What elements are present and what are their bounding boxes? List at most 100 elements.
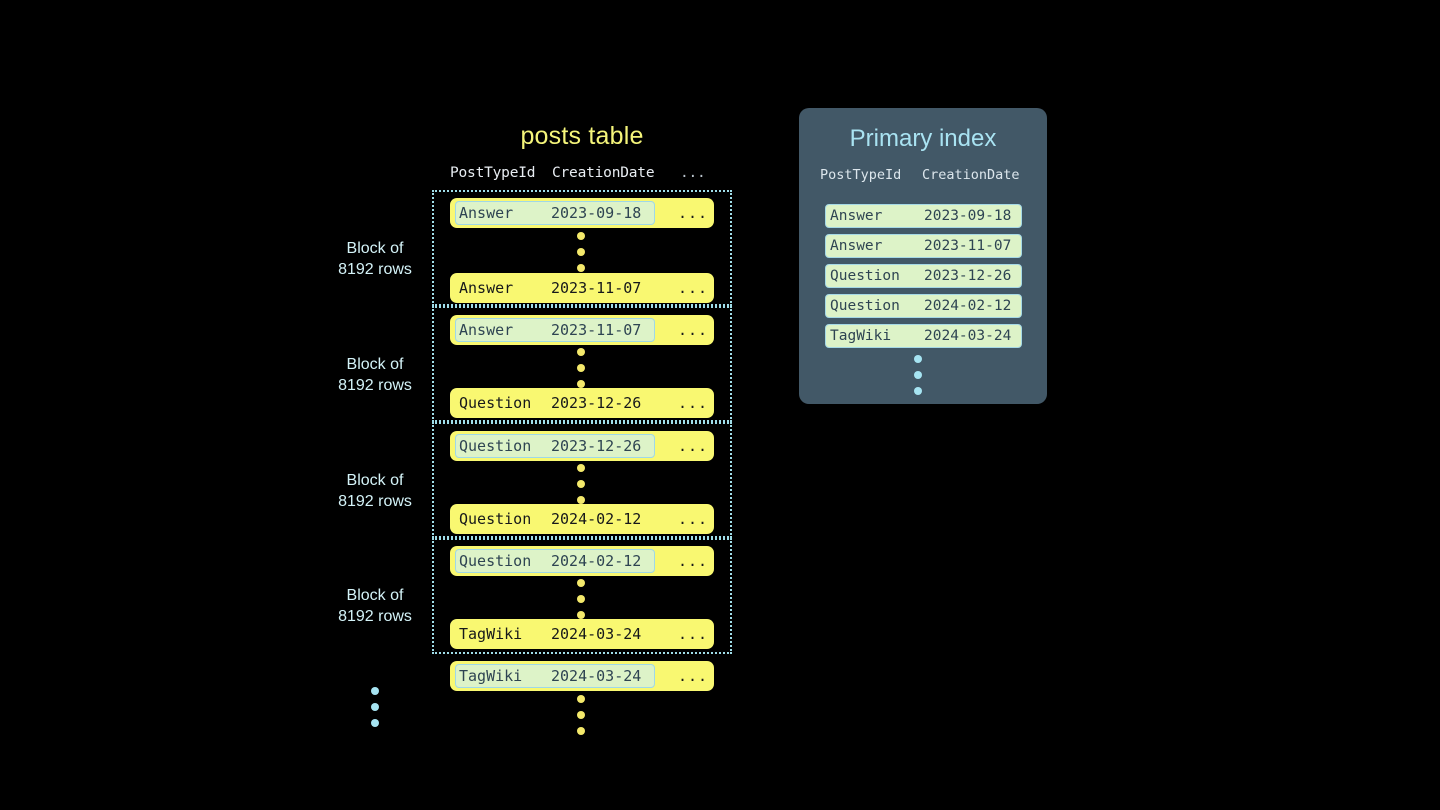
cell-creationdate: 2024-03-24: [551, 667, 642, 685]
primary-index-panel: Primary index PostTypeId CreationDate An…: [799, 108, 1047, 404]
index-cell-creationdate: 2023-11-07: [924, 238, 1012, 254]
index-row: Question 2023-12-26: [825, 264, 1022, 288]
block-4-label-line2: 8192 rows: [338, 608, 412, 625]
cell-posttypeid: Question: [459, 394, 532, 412]
dot: [577, 464, 585, 472]
dot: [577, 248, 585, 256]
index-cell-creationdate: 2023-12-26: [924, 268, 1012, 284]
dot: [577, 727, 585, 735]
column-header-ellipsis: ...: [680, 165, 706, 181]
cell-creationdate: 2023-12-26: [551, 437, 642, 455]
cell-posttypeid: TagWiki: [459, 667, 523, 685]
block-3-label-line1: Block of: [346, 472, 404, 489]
cell-ellipsis: ...: [678, 552, 709, 570]
dot: [914, 387, 922, 395]
index-cell-posttypeid: Answer: [830, 238, 883, 254]
primary-index-column-headers: PostTypeId CreationDate: [799, 167, 1047, 187]
dot: [577, 348, 585, 356]
column-header-creationdate: CreationDate: [552, 165, 655, 181]
primary-index-title: Primary index: [849, 125, 997, 152]
posts-table-title: posts table: [520, 122, 644, 150]
cell-creationdate: 2024-03-24: [551, 625, 642, 643]
index-cell-posttypeid: TagWiki: [830, 328, 892, 344]
index-row: Answer 2023-09-18: [825, 204, 1022, 228]
row-ellipsis-vertical: [577, 232, 587, 280]
dot: [577, 595, 585, 603]
dot: [914, 355, 922, 363]
cell-ellipsis: ...: [678, 437, 709, 455]
block-3: [432, 422, 732, 538]
cell-posttypeid: Question: [459, 437, 532, 455]
row-key-highlight: [455, 549, 655, 573]
dot: [577, 364, 585, 372]
block-2: [432, 306, 732, 422]
row-key-highlight: [455, 201, 655, 225]
cell-posttypeid: Answer: [459, 321, 514, 339]
index-column-header-creationdate: CreationDate: [922, 167, 1020, 183]
cell-posttypeid: Question: [459, 510, 532, 528]
block-1: [432, 190, 732, 306]
block-2-label-line2: 8192 rows: [338, 377, 412, 394]
cell-ellipsis: ...: [678, 204, 709, 222]
row-key-highlight: [455, 434, 655, 458]
dot: [577, 480, 585, 488]
block-1-label-line1: Block of: [346, 240, 404, 257]
block-3-label: Block of 8192 rows: [300, 470, 450, 512]
block-2-label-line1: Block of: [346, 356, 404, 373]
cell-creationdate: 2023-09-18: [551, 204, 642, 222]
index-cell-posttypeid: Question: [830, 268, 900, 284]
table-row: Answer 2023-11-07 ...: [450, 315, 714, 345]
table-row: Answer 2023-11-07 ...: [450, 273, 714, 303]
cell-ellipsis: ...: [678, 667, 709, 685]
block-1-label-line2: 8192 rows: [338, 261, 412, 278]
cell-ellipsis: ...: [678, 510, 709, 528]
cell-ellipsis: ...: [678, 394, 709, 412]
dot: [371, 719, 379, 727]
index-row: Question 2024-02-12: [825, 294, 1022, 318]
posts-table-column-headers: PostTypeId CreationDate ...: [432, 165, 732, 187]
table-ellipsis-vertical: [577, 695, 587, 743]
index-cell-posttypeid: Question: [830, 298, 900, 314]
block-4-label-line1: Block of: [346, 587, 404, 604]
cell-creationdate: 2023-11-07: [551, 321, 642, 339]
index-cell-creationdate: 2023-09-18: [924, 208, 1012, 224]
dot: [577, 232, 585, 240]
table-row: Question 2024-02-12 ...: [450, 546, 714, 576]
table-row: TagWiki 2024-03-24 ...: [450, 661, 714, 691]
cell-creationdate: 2024-02-12: [551, 552, 642, 570]
row-ellipsis-vertical: [577, 348, 587, 396]
dot: [577, 496, 585, 504]
cell-posttypeid: Answer: [459, 204, 514, 222]
row-ellipsis-vertical: [577, 464, 587, 512]
index-row: Answer 2023-11-07: [825, 234, 1022, 258]
block-4: [432, 538, 732, 654]
dot: [577, 264, 585, 272]
dot: [371, 687, 379, 695]
block-2-label: Block of 8192 rows: [300, 354, 450, 396]
dot: [577, 579, 585, 587]
dot: [371, 703, 379, 711]
dot: [914, 371, 922, 379]
table-row: Question 2023-12-26 ...: [450, 388, 714, 418]
dot: [577, 695, 585, 703]
dot: [577, 380, 585, 388]
block-1-label: Block of 8192 rows: [300, 238, 450, 280]
index-column-header-posttypeid: PostTypeId: [820, 167, 902, 183]
index-cell-creationdate: 2024-03-24: [924, 328, 1012, 344]
cell-posttypeid: Question: [459, 552, 532, 570]
table-row: Question 2024-02-12 ...: [450, 504, 714, 534]
cell-creationdate: 2024-02-12: [551, 510, 642, 528]
cell-ellipsis: ...: [678, 625, 709, 643]
cell-posttypeid: TagWiki: [459, 625, 523, 643]
block-ellipsis-vertical: [371, 687, 381, 735]
block-4-label: Block of 8192 rows: [300, 585, 450, 627]
index-cell-posttypeid: Answer: [830, 208, 883, 224]
cell-creationdate: 2023-11-07: [551, 279, 642, 297]
cell-posttypeid: Answer: [459, 279, 514, 297]
cell-ellipsis: ...: [678, 321, 709, 339]
table-row: Answer 2023-09-18 ...: [450, 198, 714, 228]
block-3-label-line2: 8192 rows: [338, 493, 412, 510]
row-key-highlight: [455, 664, 655, 688]
row-key-highlight: [455, 318, 655, 342]
